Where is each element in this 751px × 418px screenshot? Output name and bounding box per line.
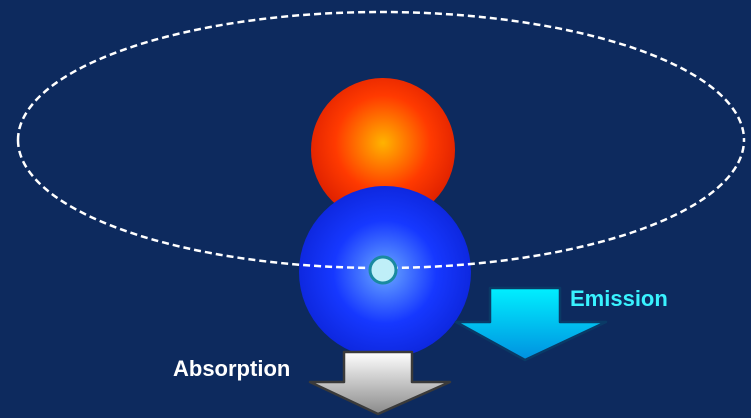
emission-label: Emission (570, 286, 668, 311)
absorption-label: Absorption (173, 356, 291, 381)
orbit-back (16, 10, 746, 141)
red-star (311, 78, 455, 222)
orbit-marker (368, 255, 398, 285)
absorption-arrow (308, 350, 452, 416)
emission-arrow (454, 286, 608, 362)
